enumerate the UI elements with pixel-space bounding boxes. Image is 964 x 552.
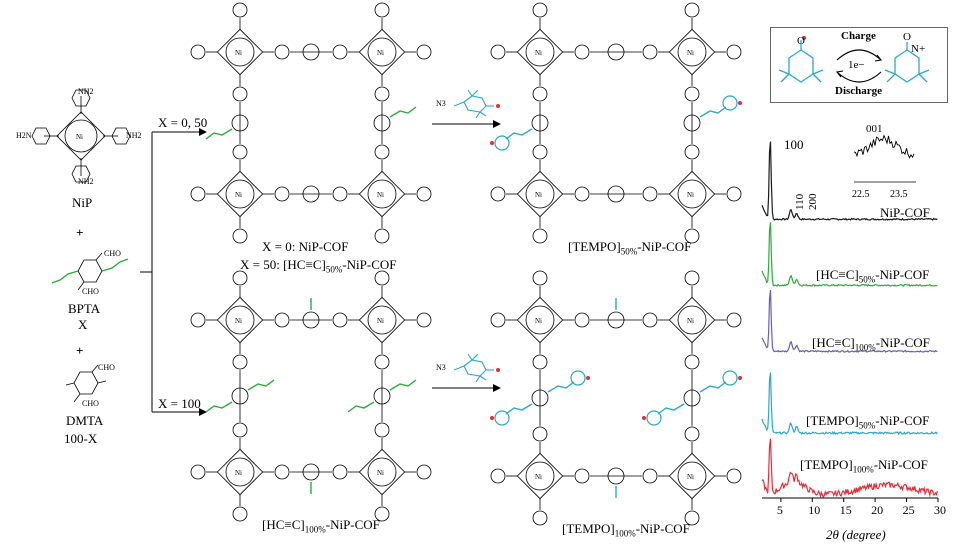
dmta-cho-bottom: CHO bbox=[82, 399, 99, 408]
inset-nplus-label: N+ bbox=[911, 43, 926, 55]
bpta-var: X bbox=[78, 317, 88, 332]
xrd-peak-100: 100 bbox=[784, 137, 804, 152]
tempo-redox-inset: Charge Discharge 1e− O O N+ bbox=[770, 27, 948, 103]
xrd-series-curve-2 bbox=[761, 290, 938, 353]
inset-o-left: O bbox=[797, 35, 805, 47]
svg-text:Ni: Ni bbox=[687, 49, 694, 57]
dmta-var: 100-X bbox=[64, 431, 98, 446]
svg-text:Ni: Ni bbox=[535, 317, 542, 325]
svg-text:Ni: Ni bbox=[687, 317, 694, 325]
svg-text:Ni: Ni bbox=[535, 473, 542, 481]
svg-text:Ni: Ni bbox=[377, 49, 384, 57]
xrd-inset-tick-2: 23.5 bbox=[890, 189, 908, 200]
condition-bottom: X = 100 bbox=[158, 396, 201, 411]
xrd-inset-peak-001: 001 bbox=[866, 123, 883, 135]
xrd-series-label-4: [TEMPO]100%-NiP-COF bbox=[800, 457, 928, 475]
azido-tempo-reagent-top bbox=[453, 89, 500, 119]
svg-text:Ni: Ni bbox=[377, 191, 384, 199]
inset-o-right: O bbox=[903, 31, 911, 43]
nip-nh2-top: NH2 bbox=[78, 87, 94, 96]
label-nip-cof: X = 0: NiP-COF bbox=[262, 239, 349, 254]
xrd-series-label-0: NiP-COF bbox=[880, 205, 930, 220]
xrd-xtick-label-1: 10 bbox=[808, 503, 820, 517]
bpta-cho-top: CHO bbox=[104, 249, 121, 258]
bpta-molecule bbox=[51, 252, 129, 291]
xrd-series-curve-4 bbox=[761, 438, 938, 499]
plus-sign-2: + bbox=[76, 343, 84, 358]
xrd-xtick-label-4: 25 bbox=[903, 503, 915, 517]
label-hcc100-nip-cof: [HC≡C]100%-NiP-COF bbox=[262, 517, 380, 535]
nip-molecule: Ni bbox=[31, 89, 131, 183]
nip-metal-label: Ni bbox=[76, 133, 83, 141]
svg-text:Ni: Ni bbox=[687, 473, 694, 481]
svg-text:Ni: Ni bbox=[235, 49, 242, 57]
label-tempo50-nip-cof: [TEMPO]50%-NiP-COF bbox=[568, 239, 692, 257]
svg-text:Ni: Ni bbox=[377, 469, 384, 477]
xrd-series-label-1: [HC≡C]50%-NiP-COF bbox=[816, 267, 930, 285]
inset-charge-label: Charge bbox=[841, 30, 876, 42]
inset-electron-label: 1e− bbox=[848, 59, 865, 71]
plus-sign-1: + bbox=[76, 225, 84, 240]
dmta-molecule bbox=[65, 364, 107, 403]
xrd-series-label-2: [HC≡C]100%-NiP-COF bbox=[812, 335, 930, 353]
xrd-peak-200: 200 bbox=[807, 193, 819, 211]
xrd-series-curve-0 bbox=[761, 141, 938, 221]
label-tempo100-nip-cof: [TEMPO]100%-NiP-COF bbox=[562, 521, 690, 539]
condition-top: X = 0, 50 bbox=[158, 115, 208, 130]
bpta-label: BPTA bbox=[68, 301, 101, 316]
xrd-xlabel: 2θ (degree) bbox=[826, 527, 886, 542]
xrd-inset-curve bbox=[853, 134, 915, 159]
nip-label: NiP bbox=[72, 195, 93, 210]
label-hcc50-nip-cof: X = 50: [HC≡C]50%-NiP-COF bbox=[240, 257, 397, 275]
dmta-label: DMTA bbox=[66, 413, 104, 428]
n3-label-bottom: N3 bbox=[436, 363, 446, 372]
xrd-chart: 5 10 15 20 25 30 bbox=[761, 134, 946, 517]
xrd-inset-tick-1: 22.5 bbox=[852, 189, 870, 200]
xrd-peak-110: 110 bbox=[794, 193, 806, 210]
svg-text:Ni: Ni bbox=[535, 191, 542, 199]
svg-text:Ni: Ni bbox=[687, 191, 694, 199]
xrd-series-curve-1 bbox=[761, 222, 938, 287]
xrd-xtick-label-0: 5 bbox=[777, 503, 783, 517]
svg-text:Ni: Ni bbox=[377, 317, 384, 325]
n3-label-top: N3 bbox=[436, 99, 446, 108]
xrd-xtick-label-2: 15 bbox=[840, 503, 852, 517]
nip-h2n-left: H2N bbox=[16, 131, 32, 140]
xrd-xtick-label-5: 30 bbox=[934, 503, 946, 517]
svg-text:Ni: Ni bbox=[235, 469, 242, 477]
azido-tempo-reagent-bottom bbox=[453, 353, 500, 383]
svg-text:Ni: Ni bbox=[535, 49, 542, 57]
nip-nh2-bottom: NH2 bbox=[78, 177, 94, 186]
xrd-xtick-label-3: 20 bbox=[871, 503, 883, 517]
svg-text:Ni: Ni bbox=[235, 317, 242, 325]
xrd-series-curve-3 bbox=[761, 372, 938, 436]
xrd-series-label-3: [TEMPO]50%-NiP-COF bbox=[806, 413, 930, 431]
svg-text:Ni: Ni bbox=[235, 191, 242, 199]
inset-discharge-label: Discharge bbox=[835, 85, 883, 97]
bpta-cho-bottom: CHO bbox=[82, 287, 99, 296]
dmta-cho-top: CHO bbox=[98, 363, 115, 372]
nip-nh2-right: NH2 bbox=[126, 131, 142, 140]
